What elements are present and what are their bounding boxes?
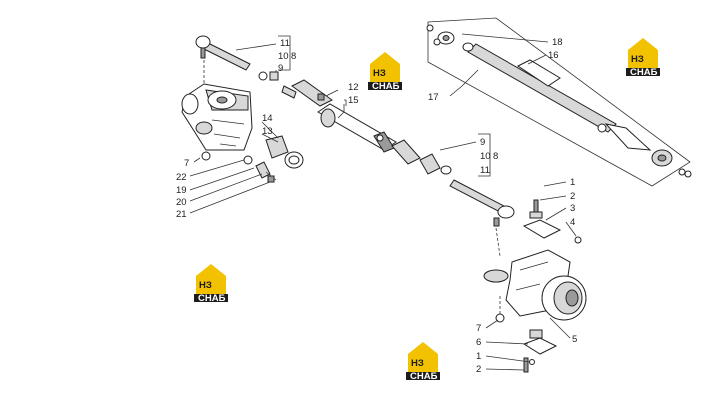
grease-fitting (317, 93, 325, 101)
callout-label: 16 (548, 50, 559, 61)
tie-rod-eye-left (195, 35, 211, 49)
axle-housing-left: 14 13 7 22 19 20 21 (176, 83, 304, 220)
callout-bracket (478, 133, 491, 177)
drag-link-assembly: 12 15 (291, 79, 421, 165)
svg-text:СНАБ: СНАБ (630, 67, 658, 78)
cylinder-end-right (604, 123, 652, 151)
svg-text:СНАБ: СНАБ (372, 81, 400, 92)
knuckle-bottom-plate (522, 337, 558, 355)
steering-knuckle: 1 2 3 4 5 7 6 1 2 (476, 177, 587, 375)
brand-logo: НЗ СНАБ (626, 38, 660, 78)
callout-label: 14 (262, 113, 273, 124)
callout-label: 9 (278, 63, 283, 74)
tie-rod-end-left: 11 10 8 9 (195, 35, 297, 99)
tie-rod-shaft-left (201, 41, 251, 71)
bushing (265, 135, 289, 159)
drag-link-rod (391, 139, 421, 165)
nut (269, 71, 279, 81)
cylinder-ring-left (426, 24, 434, 32)
washer (440, 165, 452, 175)
drag-link-end (291, 79, 333, 107)
bolt-head (267, 175, 275, 183)
steering-cylinder-assembly: 18 16 17 (426, 17, 692, 187)
callout-label: 19 (176, 185, 187, 196)
knuckle-arm (483, 269, 509, 283)
callout-label: 3 (570, 203, 575, 214)
knuckle-top-plate (522, 219, 562, 239)
svg-text:СНАБ: СНАБ (410, 371, 438, 382)
callout-label: 17 (428, 92, 439, 103)
svg-text:СНАБ: СНАБ (198, 293, 226, 304)
callout-label: 1 (476, 351, 481, 362)
tie-rod-shaft-right (449, 179, 505, 213)
svg-text:НЗ: НЗ (199, 280, 212, 291)
callout-label: 18 (552, 37, 563, 48)
tie-rod-sleeve (419, 153, 441, 175)
callout-label: 11 (480, 165, 490, 176)
callout-label: 4 (570, 217, 575, 228)
callout-label: 8 (493, 151, 498, 162)
callout-label: 21 (176, 209, 187, 220)
callout-label: 8 (291, 51, 296, 62)
tie-rod-eye-right (497, 205, 515, 219)
callout-label: 12 (348, 82, 359, 93)
callout-label: 22 (176, 172, 187, 183)
washer (258, 71, 268, 81)
callout-bracket (278, 35, 291, 71)
brand-logo: НЗ СНАБ (368, 52, 402, 92)
nut (201, 151, 211, 161)
callout-label: 7 (476, 323, 481, 334)
cylinder-sleeve (517, 59, 561, 87)
callout-label: 6 (476, 337, 481, 348)
grease-fitting (574, 236, 582, 244)
cylinder-frame (427, 17, 691, 187)
callout-label: 1 (570, 177, 575, 188)
bolt (523, 357, 529, 373)
washer (243, 155, 253, 165)
svg-text:НЗ: НЗ (631, 54, 644, 65)
cylinder-seal-left (462, 42, 474, 52)
callout-label: 15 (348, 95, 359, 106)
tie-rod-end-right: 9 10 8 11 (419, 133, 515, 314)
callout-label: 2 (570, 191, 575, 202)
callout-label: 11 (280, 38, 290, 49)
brand-logo: НЗ СНАБ (406, 342, 440, 382)
callout-label: 10 (480, 151, 491, 162)
brand-logo: НЗ СНАБ (194, 264, 228, 304)
svg-text:НЗ: НЗ (373, 68, 386, 79)
spacer (255, 161, 271, 179)
callout-label: 9 (480, 137, 485, 148)
pin (281, 85, 297, 99)
callout-label: 20 (176, 197, 187, 208)
callout-label: 13 (262, 126, 273, 137)
svg-text:НЗ: НЗ (411, 358, 424, 369)
callout-label: 10 (278, 51, 289, 62)
callout-label: 2 (476, 364, 481, 375)
callout-label: 5 (572, 334, 577, 345)
callout-label: 7 (184, 158, 189, 169)
